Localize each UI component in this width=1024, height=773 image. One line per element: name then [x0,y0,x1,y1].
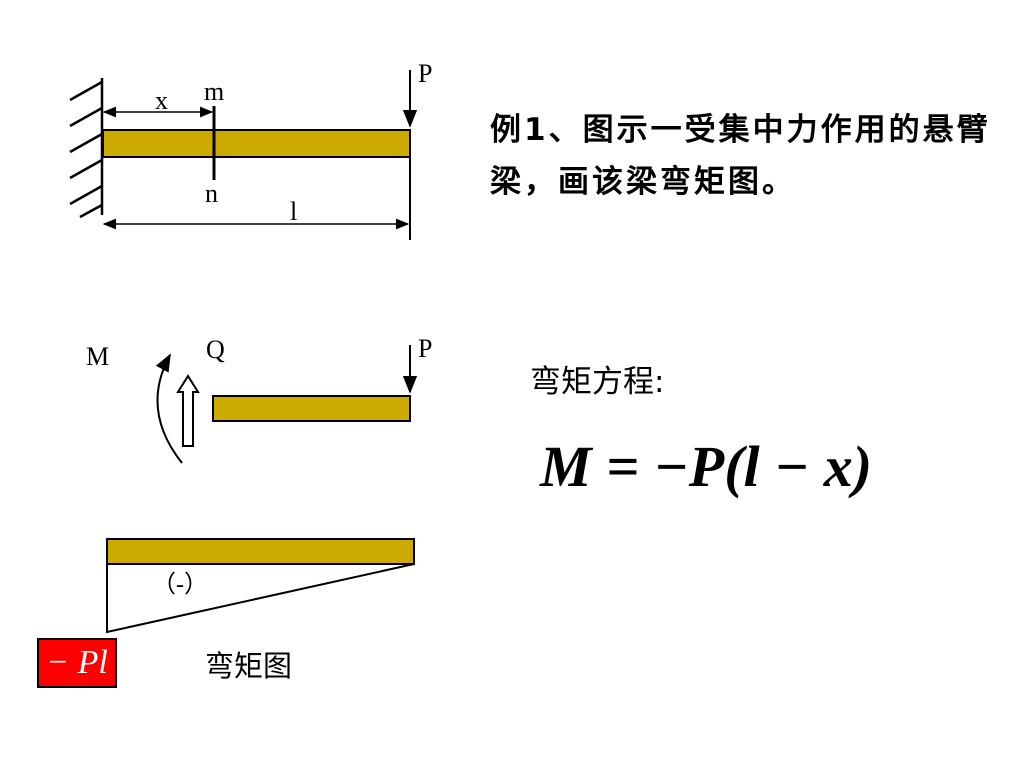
problem-statement: 例1、图示一受集中力作用的悬臂梁，画该梁弯矩图。 [490,112,991,200]
m-label: m [204,77,224,106]
equation-label: 弯矩方程: [530,364,665,400]
m-label: M [86,342,109,371]
free-body-diagram: M Q P [86,334,432,464]
max-moment-badge: − Pl [37,638,117,688]
sign-label: （-） [152,572,208,598]
x-label: x [155,86,168,115]
moment-triangle [106,563,415,634]
beam-segment [212,395,411,422]
shear-arrow-up [176,374,200,447]
beam [102,129,411,158]
n-label: n [205,179,218,208]
moment-arrow [155,353,183,464]
l-label: l [290,197,297,226]
bending-moment-diagram: （-） [106,538,415,634]
wall-hatching [69,80,103,219]
cantilever-beam-diagram: x m n l P [69,59,432,240]
moment-diagram-caption: 弯矩图 [205,649,293,683]
q-label: Q [206,335,225,364]
p-label: P [418,59,432,88]
p-label: P [418,334,432,363]
max-moment-value: − Pl [46,644,108,681]
moment-equation: M = −P(l − x) [539,434,872,499]
beam [106,538,415,565]
